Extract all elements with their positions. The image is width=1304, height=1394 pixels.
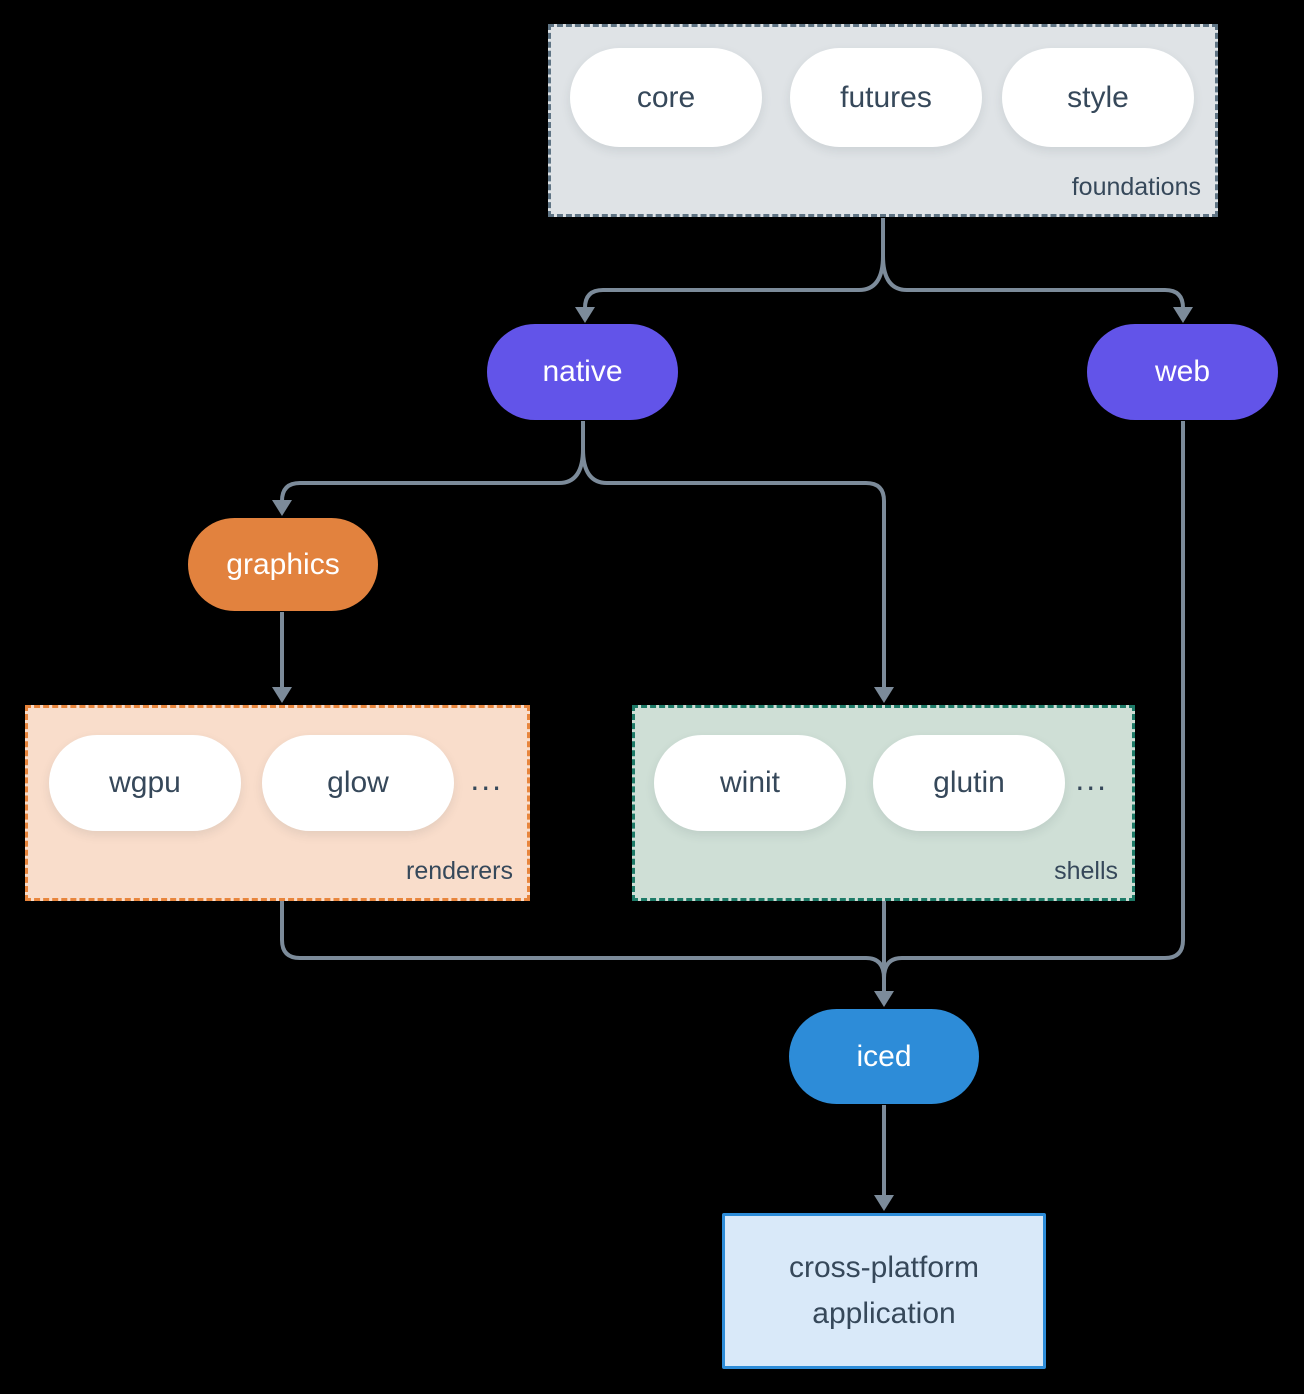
arrowhead-shells — [874, 687, 894, 703]
node-cross-platform-application: cross-platform application — [722, 1213, 1046, 1369]
node-native: native — [487, 324, 678, 420]
arrowhead-web — [1173, 307, 1193, 323]
node-wgpu: wgpu — [49, 735, 241, 831]
node-graphics: graphics — [188, 518, 378, 611]
node-iced-label: iced — [856, 1039, 912, 1073]
node-futures-label: futures — [840, 80, 932, 114]
arrowhead-native — [575, 307, 595, 323]
node-glutin-label: glutin — [933, 766, 1005, 799]
shells-group-label: shells — [1054, 857, 1118, 885]
renderers-group-label: renderers — [406, 857, 513, 885]
node-web-label: web — [1154, 355, 1211, 388]
node-glutin: glutin — [873, 735, 1065, 831]
shells-group: winit glutin ... shells — [632, 705, 1135, 901]
foundations-group: core futures style foundations — [548, 24, 1218, 217]
renderers-ellipsis: ... — [470, 761, 503, 797]
application-label-line2: application — [812, 1297, 956, 1330]
node-glow-label: glow — [327, 766, 389, 799]
node-wgpu-label: wgpu — [109, 766, 181, 799]
application-label-line1: cross-platform — [788, 1250, 980, 1284]
node-core: core — [570, 48, 762, 147]
foundations-group-label: foundations — [1071, 173, 1201, 201]
node-native-label: native — [542, 355, 623, 388]
node-style: style — [1002, 48, 1194, 147]
node-style-label: style — [1067, 80, 1129, 114]
node-winit-label: winit — [719, 766, 780, 799]
node-core-label: core — [636, 80, 696, 114]
node-winit: winit — [654, 735, 846, 831]
shells-ellipsis: ... — [1075, 761, 1108, 797]
node-web: web — [1087, 324, 1278, 420]
arrowhead-graphics — [272, 500, 292, 516]
renderers-group: wgpu glow ... renderers — [25, 705, 530, 901]
node-graphics-label: graphics — [226, 547, 340, 581]
node-iced: iced — [789, 1009, 979, 1104]
node-futures: futures — [790, 48, 982, 147]
arrowhead-iced — [874, 991, 894, 1007]
arrowhead-application — [874, 1195, 894, 1211]
arrowhead-renderers — [272, 687, 292, 703]
node-glow: glow — [262, 735, 454, 831]
